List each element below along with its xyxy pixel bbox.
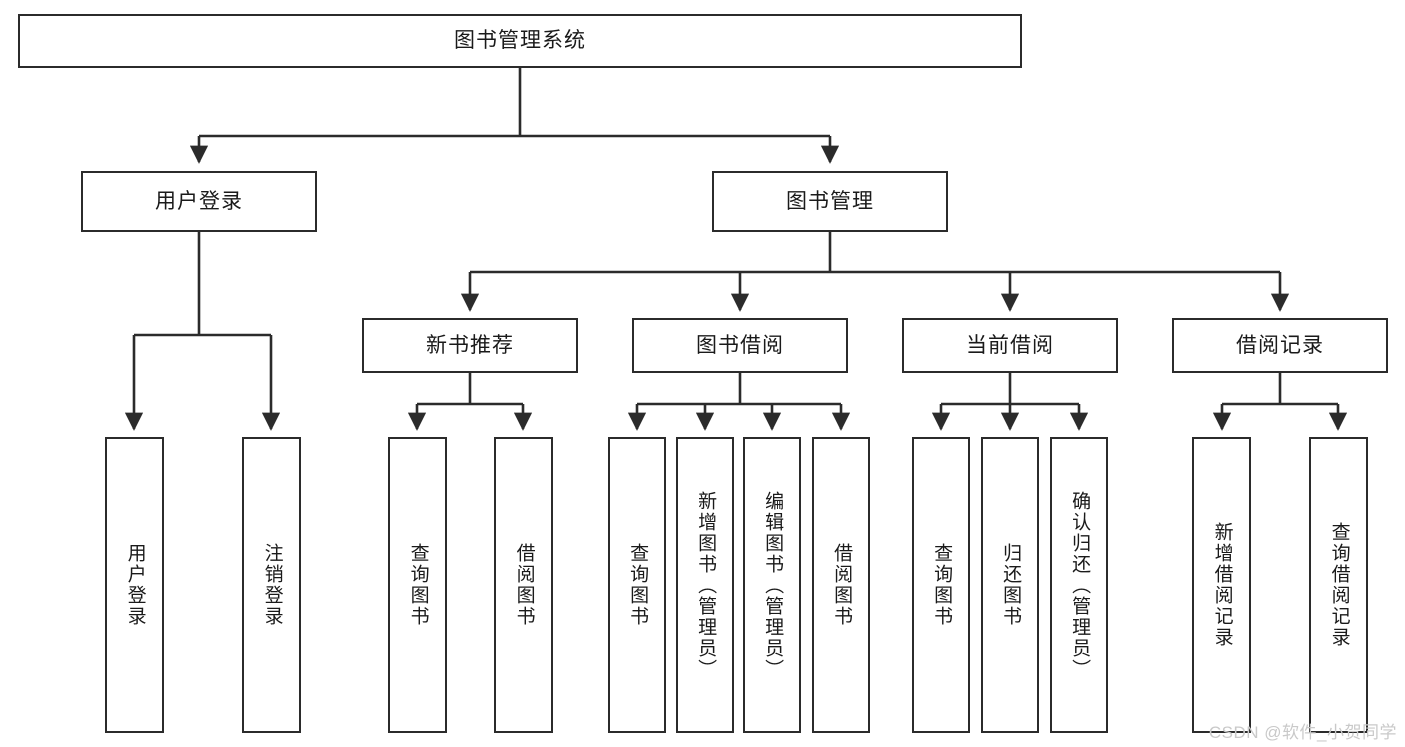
leaf-records-add-record[interactable]: 新增借阅记录 [1192, 437, 1251, 733]
node-label: 新增图书（管理员） [695, 490, 717, 680]
node-root-system[interactable]: 图书管理系统 [18, 14, 1022, 68]
node-new-book-recommend[interactable]: 新书推荐 [362, 318, 578, 373]
node-user-login[interactable]: 用户登录 [81, 171, 317, 232]
node-label: 图书管理系统 [454, 29, 586, 53]
leaf-current-return-book[interactable]: 归还图书 [981, 437, 1039, 733]
node-label: 查询借阅记录 [1328, 522, 1350, 648]
leaf-recommend-borrow-book[interactable]: 借阅图书 [494, 437, 553, 733]
leaf-user-login-login[interactable]: 用户登录 [105, 437, 164, 733]
node-label: 归还图书 [1000, 543, 1022, 627]
leaf-current-confirm-return-admin[interactable]: 确认归还（管理员） [1050, 437, 1108, 733]
node-label: 查询图书 [627, 543, 649, 627]
leaf-borrow-edit-book-admin[interactable]: 编辑图书（管理员） [743, 437, 801, 733]
node-label: 查询图书 [407, 543, 429, 627]
node-label: 借阅记录 [1236, 333, 1324, 357]
node-borrow-records[interactable]: 借阅记录 [1172, 318, 1388, 373]
node-label: 用户登录 [124, 543, 146, 627]
node-label: 新书推荐 [426, 333, 514, 357]
node-label: 借阅图书 [513, 543, 535, 627]
leaf-records-query-record[interactable]: 查询借阅记录 [1309, 437, 1368, 733]
node-book-borrow[interactable]: 图书借阅 [632, 318, 848, 373]
leaf-current-query-book[interactable]: 查询图书 [912, 437, 970, 733]
leaf-user-login-logout[interactable]: 注销登录 [242, 437, 301, 733]
node-label: 图书借阅 [696, 333, 784, 357]
node-label: 图书管理 [786, 189, 874, 213]
leaf-recommend-query-book[interactable]: 查询图书 [388, 437, 447, 733]
leaf-borrow-add-book-admin[interactable]: 新增图书（管理员） [676, 437, 734, 733]
node-book-management[interactable]: 图书管理 [712, 171, 948, 232]
node-label: 编辑图书（管理员） [762, 490, 784, 680]
node-label: 查询图书 [931, 543, 953, 627]
leaf-borrow-query-book[interactable]: 查询图书 [608, 437, 666, 733]
leaf-borrow-borrow-book[interactable]: 借阅图书 [812, 437, 870, 733]
node-label: 当前借阅 [966, 333, 1054, 357]
node-current-borrow[interactable]: 当前借阅 [902, 318, 1118, 373]
node-label: 用户登录 [155, 189, 243, 213]
node-label: 新增借阅记录 [1211, 522, 1233, 648]
node-label: 注销登录 [261, 543, 283, 627]
csdn-watermark: CSDN @软件_小贺同学 [1208, 723, 1397, 742]
node-label: 确认归还（管理员） [1069, 490, 1091, 680]
node-label: 借阅图书 [831, 543, 853, 627]
